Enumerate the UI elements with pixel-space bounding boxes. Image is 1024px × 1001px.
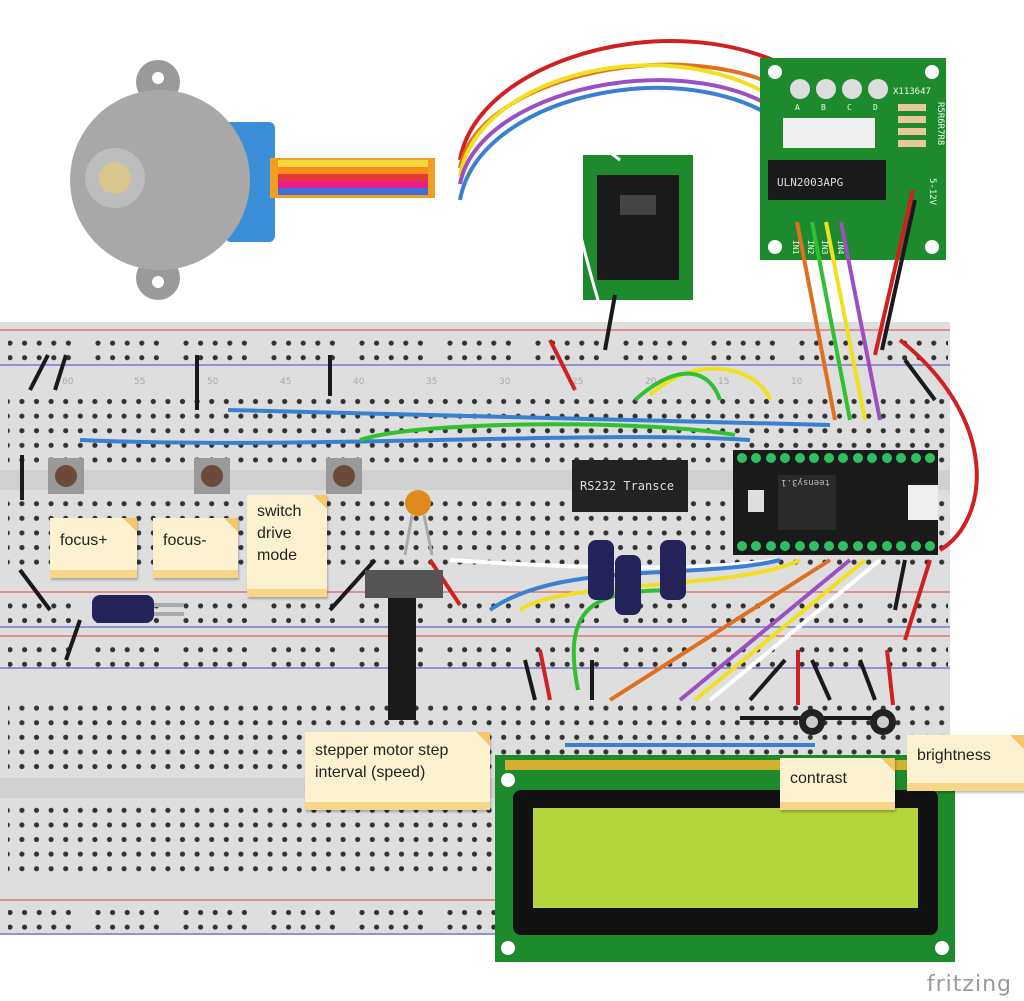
note-brightness: brightness [907, 735, 1024, 791]
note-text: brightness [917, 747, 991, 764]
note-text: stepper motor step interval (speed) [315, 742, 449, 781]
svg-text:60: 60 [62, 377, 74, 387]
note-contrast: contrast [780, 758, 895, 810]
uln2003-driver-board[interactable]: ULN2003APG X113647 R5R6R7R8 5-12V A B C … [760, 58, 946, 260]
uln-chip-label: ULN2003APG [777, 176, 843, 189]
svg-text:A: A [795, 103, 800, 112]
brightness-trimpot[interactable] [870, 709, 896, 735]
svg-text:IN3: IN3 [820, 240, 829, 255]
svg-text:IN4: IN4 [836, 240, 845, 255]
uln-board-id: X113647 [893, 87, 931, 97]
rs232-transceiver-chip[interactable]: RS232 Transce [572, 460, 688, 512]
teensy-label: teensy3.1 [781, 477, 830, 487]
svg-text:40: 40 [353, 377, 365, 387]
speed-potentiometer[interactable] [365, 570, 443, 720]
row-number-labels: 60 55 50 45 40 35 30 25 20 15 10 [62, 377, 803, 387]
note-text: switch drive mode [257, 503, 302, 564]
svg-text:10: 10 [791, 377, 803, 387]
button-focus-minus[interactable] [194, 458, 230, 494]
note-switch-drive-mode: switch drive mode [247, 495, 327, 597]
power-label: 5-12V [927, 178, 937, 206]
svg-text:15: 15 [718, 377, 729, 387]
note-text: focus+ [60, 532, 108, 549]
ceramic-capacitor [403, 490, 434, 556]
svg-text:30: 30 [499, 377, 511, 387]
contrast-trimpot[interactable] [799, 709, 825, 735]
svg-text:55: 55 [134, 377, 145, 387]
resistor-label: R5R6R7R8 [935, 102, 945, 145]
svg-text:IN2: IN2 [806, 240, 815, 255]
stepper-motor[interactable] [70, 60, 435, 300]
svg-text:D: D [873, 103, 878, 112]
note-text: focus- [163, 532, 207, 549]
rs232-capacitors [588, 540, 686, 615]
rj45-jack[interactable] [567, 137, 693, 301]
svg-text:25: 25 [572, 377, 583, 387]
svg-text:20: 20 [645, 377, 657, 387]
svg-text:35: 35 [426, 377, 437, 387]
note-focus-plus: focus+ [50, 518, 137, 578]
svg-text:C: C [847, 103, 852, 112]
svg-text:45: 45 [280, 377, 291, 387]
svg-text:50: 50 [207, 377, 219, 387]
svg-text:IN1: IN1 [791, 240, 800, 255]
note-focus-minus: focus- [153, 518, 238, 578]
note-text: contrast [790, 770, 847, 787]
rs232-label: RS232 Transce [580, 479, 674, 493]
electrolytic-capacitor [92, 595, 184, 623]
teensy-board[interactable]: teensy3.1 [733, 450, 938, 555]
svg-text:B: B [821, 103, 826, 112]
note-speed: stepper motor step interval (speed) [305, 732, 490, 810]
lcd-display[interactable] [495, 755, 955, 962]
button-switch-drive-mode[interactable] [326, 458, 362, 494]
jumper-wires [18, 294, 937, 702]
button-focus-plus[interactable] [48, 458, 84, 494]
red-jumpers [428, 339, 932, 706]
fritzing-logo: fritzing [926, 972, 1012, 997]
